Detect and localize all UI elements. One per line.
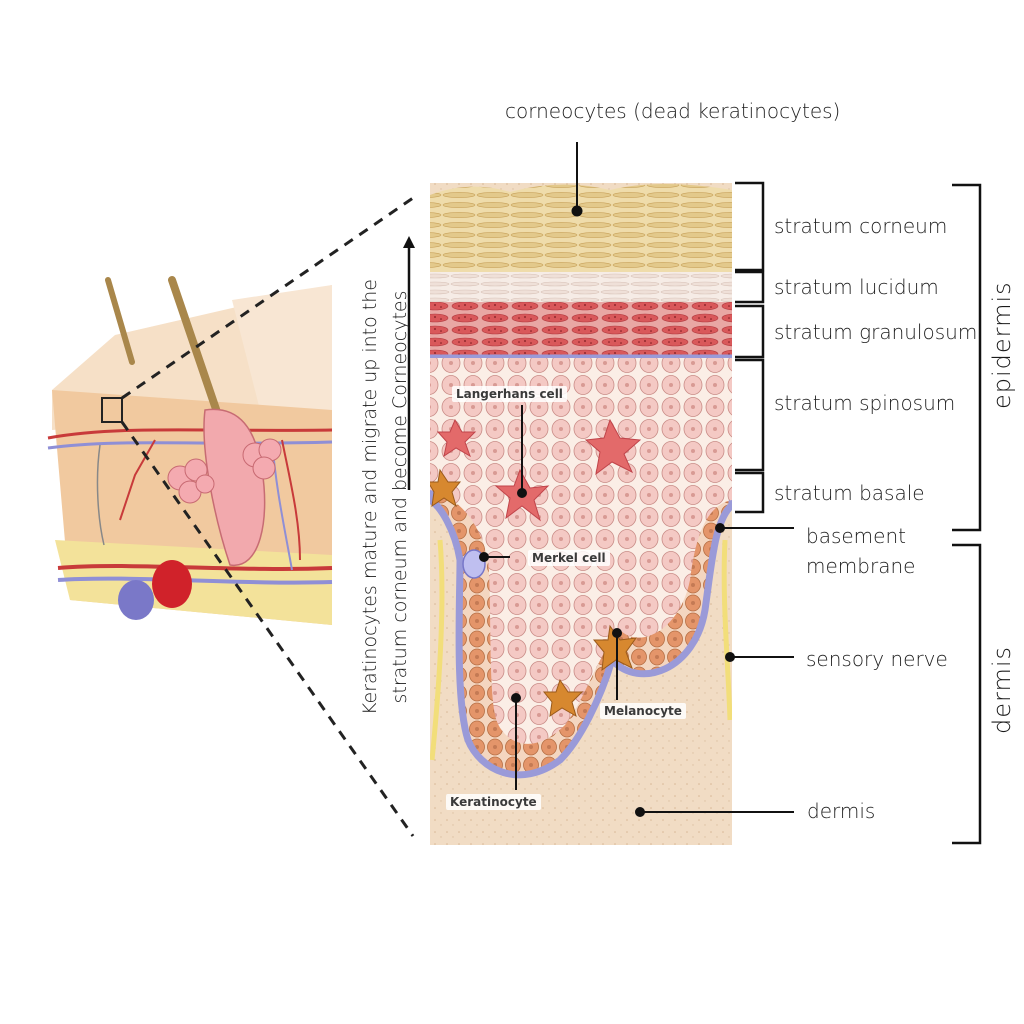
zoom-line-top (121, 196, 414, 400)
basement-membrane-label: basement membrane (806, 524, 916, 578)
layer-corneum-area (430, 184, 732, 272)
epidermis-panel (430, 183, 732, 845)
keratinocyte-label: Keratinocyte (446, 794, 541, 810)
stratum-spinosum-label: stratum spinosum (774, 391, 956, 415)
stratum-granulosum-label: stratum granulosum (774, 320, 978, 344)
langerhans-cell-label: Langerhans cell (452, 386, 567, 402)
migration-caption: Keratinocytes mature and migrate up into… (359, 279, 411, 715)
dermis-group-label: dermis (988, 646, 1016, 734)
migration-arrow-icon (403, 236, 415, 490)
dermis-bracket (952, 543, 982, 845)
melanocyte-label: Melanocyte (600, 703, 686, 719)
stratum-lucidum-label: stratum lucidum (774, 275, 939, 299)
dermis-pointer-label: dermis (807, 799, 876, 823)
zoom-line-bottom (120, 421, 415, 837)
layer-lucidum-area (430, 272, 732, 302)
sensory-nerve-label: sensory nerve (806, 647, 948, 671)
pointer-lines (479, 142, 794, 817)
layer-granulosum-area (430, 302, 732, 358)
corneocytes-label: corneocytes (dead keratinocytes) (505, 99, 841, 123)
stratum-basale-label: stratum basale (774, 481, 925, 505)
layer-brackets (735, 181, 982, 845)
merkel-cell-label: Merkel cell (528, 550, 610, 566)
epidermis-group-label: epidermis (988, 281, 1016, 409)
stratum-corneum-label: stratum corneum (774, 214, 948, 238)
epidermis-bracket (952, 183, 982, 532)
skin-block-illustration (47, 276, 333, 625)
